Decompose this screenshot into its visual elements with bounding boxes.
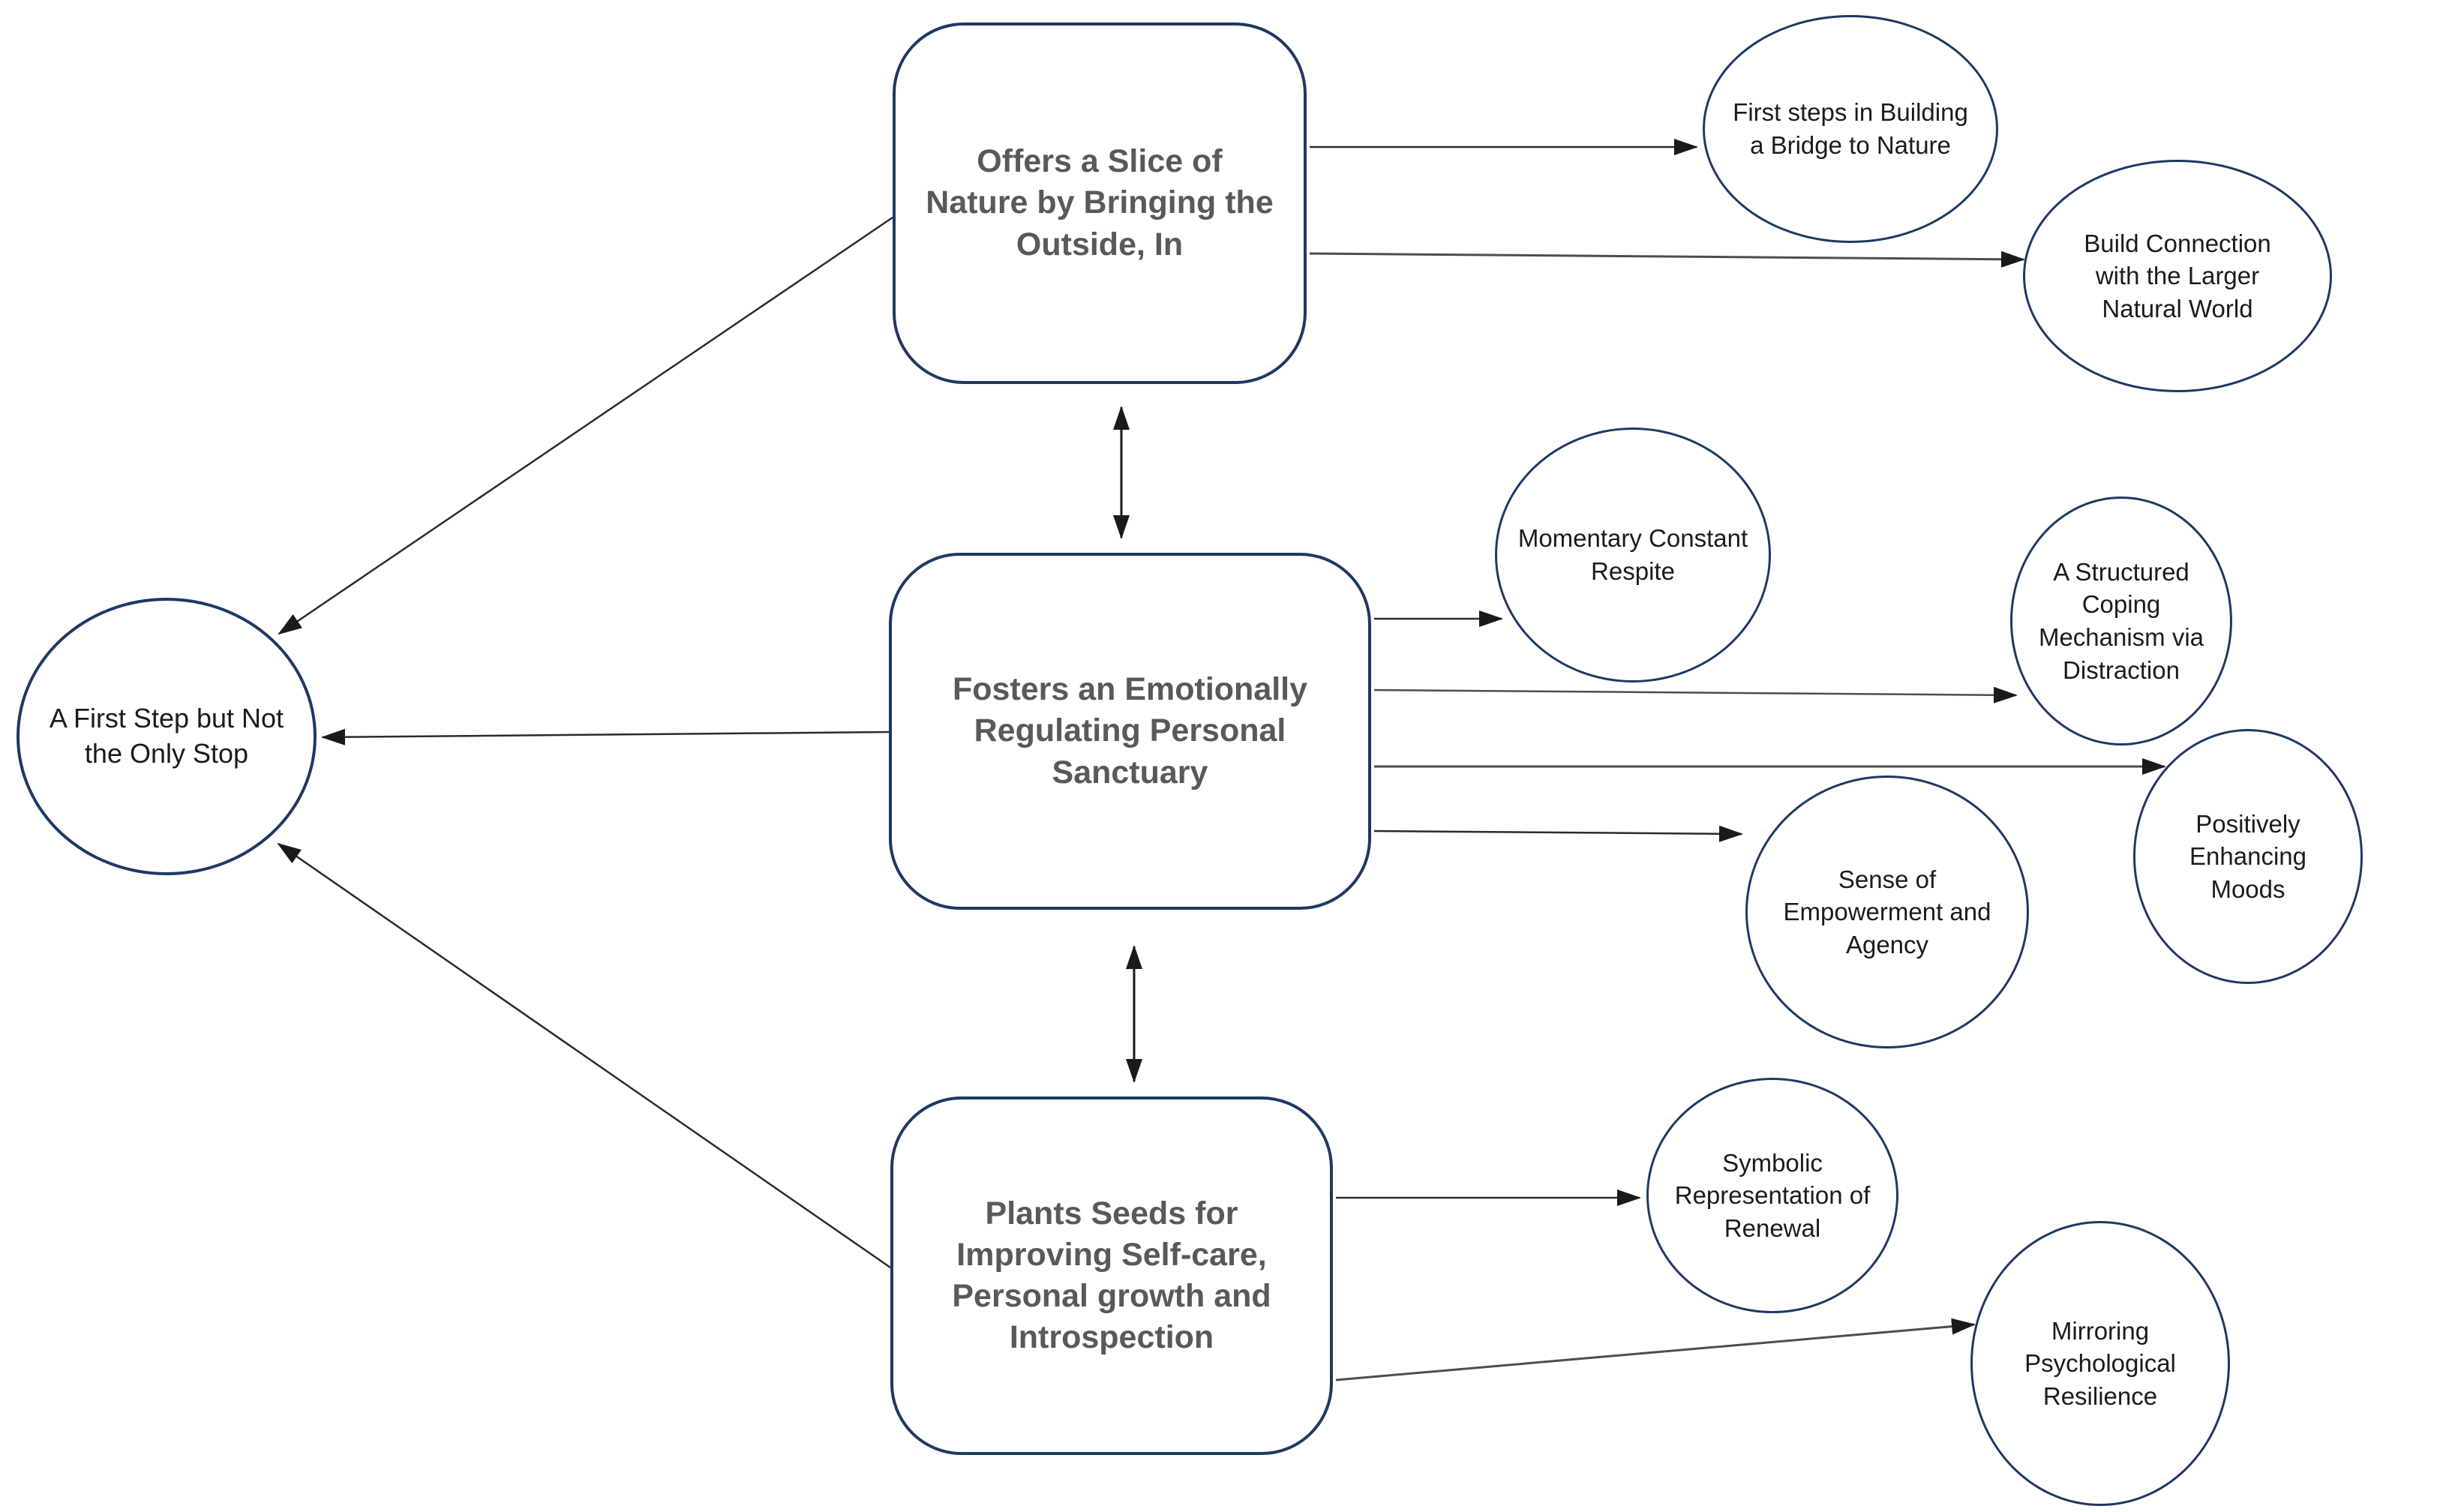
node-first-step-hub: A First Step but Not the Only Stop: [17, 598, 317, 875]
node-plants-seeds-label: Plants Seeds for Improving Self-care, Pe…: [952, 1195, 1271, 1356]
node-symbolic-renewal: Symbolic Representation of Renewal: [1646, 1078, 1898, 1313]
node-momentary-respite-label: Momentary Constant Respite: [1517, 524, 1748, 585]
node-positively-enhancing-moods: Positively Enhancing Moods: [2133, 729, 2363, 984]
node-plants-seeds: Plants Seeds for Improving Self-care, Pe…: [890, 1096, 1333, 1455]
node-build-connection-label: Build Connection with the Larger Natural…: [2084, 229, 2271, 322]
node-sense-empowerment: Sense of Empowerment and Agency: [1745, 776, 2029, 1048]
node-positively-enhancing-moods-label: Positively Enhancing Moods: [2189, 809, 2306, 903]
node-structured-coping-label: A Structured Coping Mechanism via Distra…: [2038, 557, 2204, 684]
node-first-steps-bridge-label: First steps in Building a Bridge to Natu…: [1733, 98, 1968, 159]
arrow-fosters-to-hub: [321, 728, 890, 746]
node-momentary-respite: Momentary Constant Respite: [1495, 428, 1771, 682]
arrow-plants-to-hub: [277, 842, 891, 1269]
node-sense-empowerment-label: Sense of Empowerment and Agency: [1783, 865, 1991, 958]
arrow-plants-to-mirroring: [1335, 1318, 1976, 1382]
node-mirroring-resilience-label: Mirroring Psychological Resilience: [2024, 1316, 2176, 1410]
node-structured-coping: A Structured Coping Mechanism via Distra…: [2010, 496, 2232, 746]
node-build-connection: Build Connection with the Larger Natural…: [2023, 160, 2332, 392]
node-symbolic-renewal-label: Symbolic Representation of Renewal: [1674, 1148, 1871, 1242]
arrow-offers-to-hub: [278, 216, 893, 635]
node-fosters-sanctuary: Fosters an Emotionally Regulating Person…: [889, 553, 1371, 910]
node-mirroring-resilience: Mirroring Psychological Resilience: [1970, 1221, 2230, 1506]
arrow-offers-to-build-connection: [1309, 250, 2025, 268]
node-offers-slice-of-nature: Offers a Slice of Nature by Bringing the…: [893, 22, 1307, 384]
node-fosters-sanctuary-label: Fosters an Emotionally Regulating Person…: [952, 671, 1308, 790]
node-offers-slice-label: Offers a Slice of Nature by Bringing the…: [926, 143, 1274, 262]
arrow-fosters-to-sense: [1373, 825, 1743, 842]
node-first-steps-bridge: First steps in Building a Bridge to Natu…: [1703, 15, 1998, 243]
node-first-step-hub-label: A First Step but Not the Only Stop: [49, 703, 284, 769]
arrow-fosters-to-coping: [1373, 686, 2018, 704]
